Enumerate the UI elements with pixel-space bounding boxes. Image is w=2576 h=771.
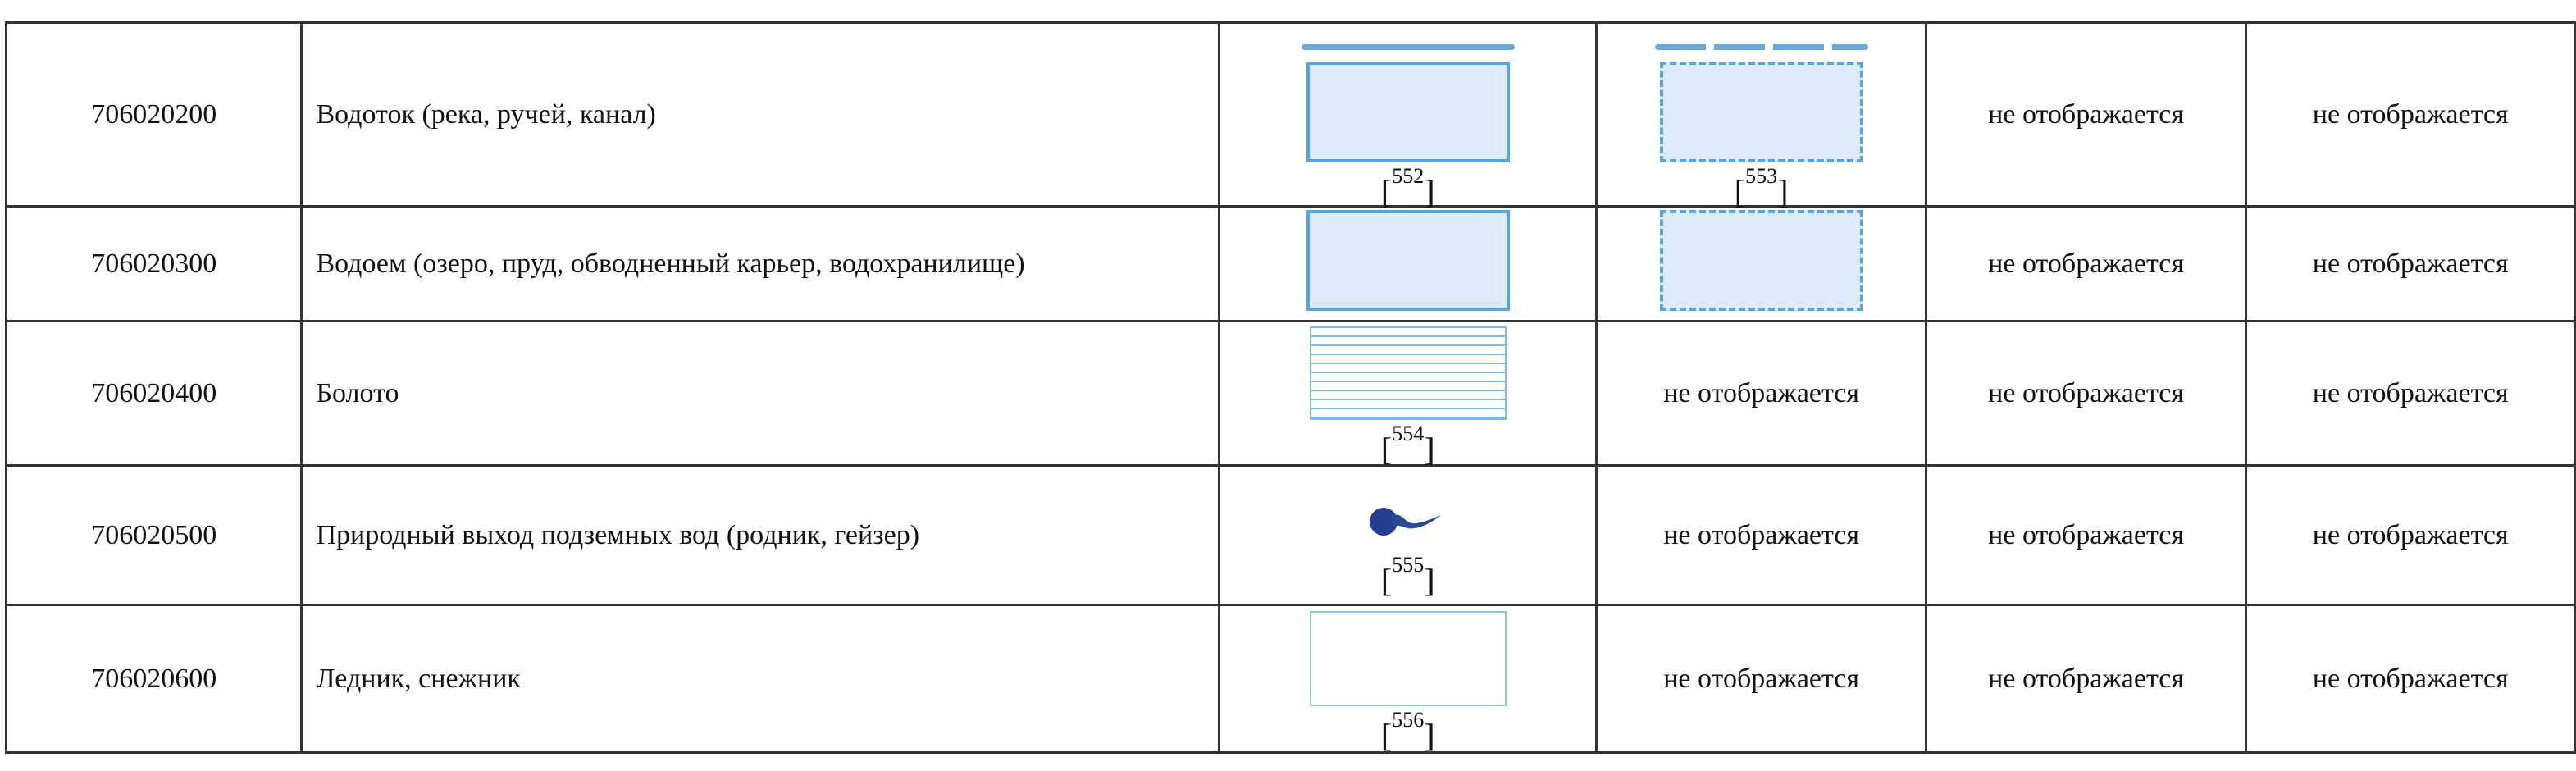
not-shown-cell: не отображается: [2245, 604, 2576, 754]
not-shown-cell: не отображается: [1595, 464, 1927, 606]
footnote-ref: [555]: [1380, 553, 1435, 599]
table-row: 706020300 Водоем (озеро, пруд, обводненн…: [4, 205, 2576, 322]
not-shown-cell: не отображается: [1924, 21, 2248, 208]
swamp-hatch-symbol: [1309, 326, 1507, 420]
code-cell: 706020300: [4, 205, 303, 322]
table-row: 706020400 Болото [554] не отображается н…: [4, 320, 2576, 468]
table-row: 706020500 Природный выход подземных вод …: [4, 464, 2576, 606]
not-shown-cell: не отображается: [1924, 320, 2248, 467]
symbol-cell-2: [553]: [1595, 21, 1927, 210]
not-shown-cell: не отображается: [2245, 320, 2576, 467]
reservoir-dashed-area-symbol: [1659, 209, 1863, 311]
symbol-cell: [556]: [1217, 604, 1598, 754]
symbol-cell: [554]: [1217, 320, 1598, 468]
symbol-cell: [1217, 205, 1598, 322]
name-cell: Ледник, снежник: [300, 604, 1220, 754]
footnote-ref: [554]: [1380, 422, 1435, 468]
watercourse-area-symbol: [1306, 62, 1510, 162]
reservoir-area-symbol: [1306, 209, 1510, 311]
code-cell: 706020500: [4, 464, 303, 606]
not-shown-cell: не отображается: [1595, 604, 1927, 754]
footnote-ref: [556]: [1380, 708, 1435, 754]
code-cell: 706020400: [4, 320, 303, 467]
footnote-ref: [553]: [1734, 164, 1789, 210]
code-cell: 706020600: [4, 604, 303, 754]
watercourse-line-symbol: [1301, 44, 1515, 50]
name-cell: Водоток (река, ручей, канал): [300, 21, 1220, 208]
table-row: 706020600 Ледник, снежник [556] не отобр…: [4, 604, 2576, 754]
name-cell: Болото: [300, 320, 1220, 467]
symbol-cell: [555]: [1217, 464, 1598, 606]
name-cell: Водоем (озеро, пруд, обводненный карьер,…: [300, 205, 1220, 322]
symbol-table: 706020200 Водоток (река, ручей, канал) […: [4, 21, 2576, 754]
not-shown-cell: не отображается: [1924, 205, 2248, 322]
watercourse-dashed-area-symbol: [1659, 62, 1863, 162]
spring-icon: [1369, 508, 1441, 536]
glacier-area-symbol: [1309, 611, 1507, 706]
watercourse-dashed-line-symbol: [1654, 44, 1868, 50]
not-shown-cell: не отображается: [2245, 205, 2576, 322]
not-shown-cell: не отображается: [1595, 320, 1927, 467]
not-shown-cell: не отображается: [1924, 604, 2248, 754]
symbol-cell-2: [1595, 205, 1927, 322]
code-cell: 706020200: [4, 21, 303, 208]
not-shown-cell: не отображается: [2245, 21, 2576, 208]
not-shown-cell: не отображается: [2245, 464, 2576, 606]
name-cell: Природный выход подземных вод (родник, г…: [300, 464, 1220, 606]
not-shown-cell: не отображается: [1924, 464, 2248, 606]
footnote-ref: [552]: [1380, 164, 1435, 210]
symbol-cell: [552]: [1217, 21, 1598, 210]
table-row: 706020200 Водоток (река, ручей, канал) […: [4, 21, 2576, 210]
